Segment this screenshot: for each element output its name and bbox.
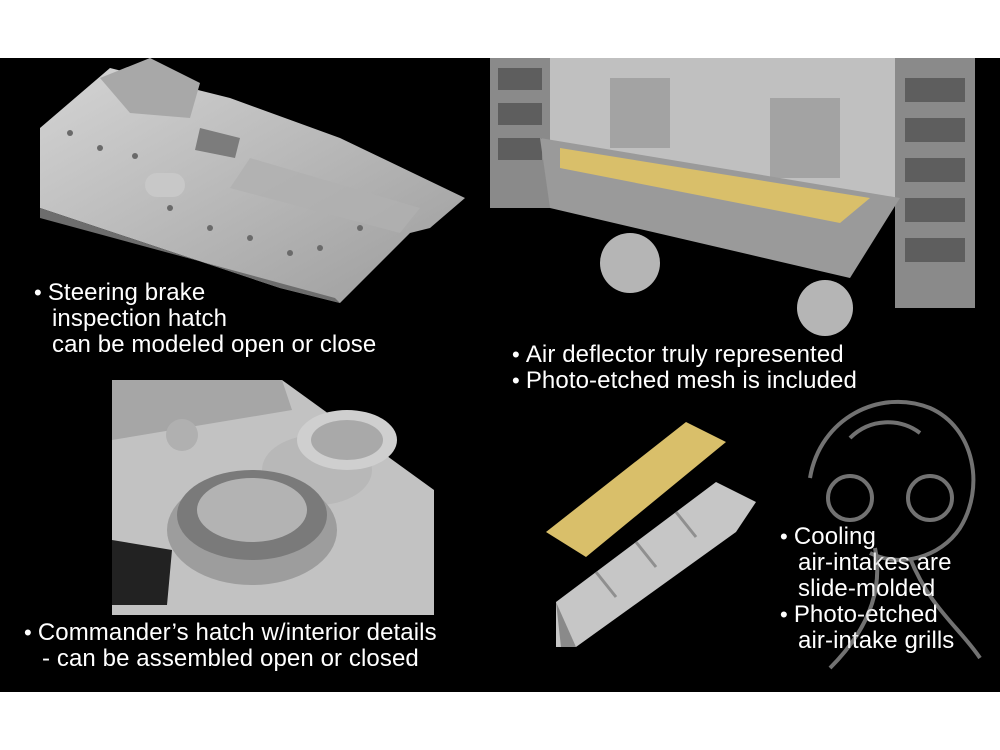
bullet-icon: • <box>512 368 520 393</box>
cooling-caption-item-1-line-3: slide-molded <box>798 575 936 602</box>
air-deflector-caption-item-1: Air deflector truly represented <box>525 341 844 368</box>
cooling-caption-item-2-line-2: air-intake grills <box>798 627 955 654</box>
instruction-sheet: •Steering brake inspection hatch can be … <box>0 58 1000 692</box>
bullet-icon: • <box>780 602 788 627</box>
steering-hatch-render <box>40 58 470 303</box>
bullet-icon: • <box>780 524 788 549</box>
commanders-hatch-caption: •Commander’s hatch w/interior details - … <box>24 620 437 672</box>
steering-hatch-caption: •Steering brake inspection hatch can be … <box>34 280 376 358</box>
commanders-hatch-render <box>112 380 434 615</box>
commander-caption-line-2: - can be assembled open or closed <box>42 645 419 672</box>
steering-caption-line-3: can be modeled open or close <box>52 331 377 358</box>
bullet-icon: • <box>512 342 520 367</box>
cooling-caption-item-1-line-1: Cooling <box>793 523 876 550</box>
steering-caption-line-2: inspection hatch <box>52 305 228 332</box>
commander-caption-line-1: Commander’s hatch w/interior details <box>37 619 437 646</box>
air-deflector-render <box>490 58 980 338</box>
bird-mascot-watermark <box>790 358 990 688</box>
air-deflector-caption: •Air deflector truly represented •Photo-… <box>512 342 857 394</box>
steering-caption-line-1: Steering brake <box>47 279 206 306</box>
bullet-icon: • <box>34 280 42 305</box>
bullet-icon: • <box>24 620 32 645</box>
cooling-intake-render <box>536 422 776 647</box>
air-deflector-caption-item-2: Photo-etched mesh is included <box>525 367 857 394</box>
